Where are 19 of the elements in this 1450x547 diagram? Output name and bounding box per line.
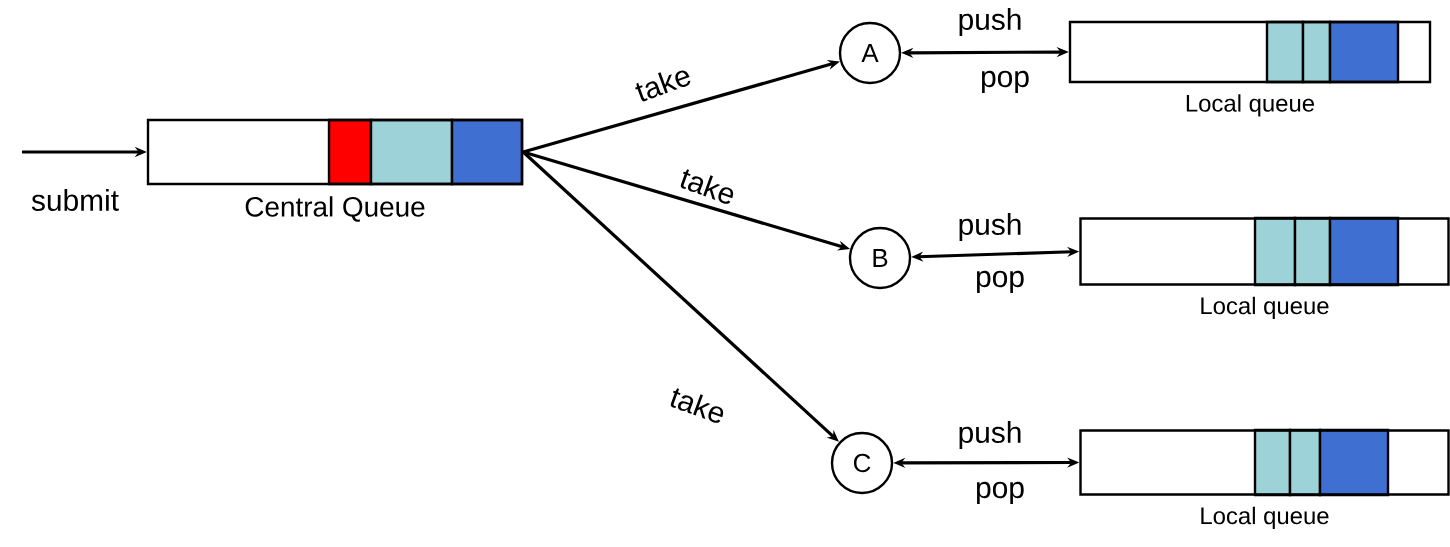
node-label: Local queue [1201, 506, 1329, 530]
edge-label: take [675, 163, 741, 209]
edge-label: push [955, 419, 1025, 451]
node-label: Central Queue [245, 196, 425, 222]
edge-label: push [955, 211, 1025, 243]
node-label: Local queue [1201, 296, 1329, 320]
arrow [522, 150, 839, 442]
operation-label: pop [977, 270, 1024, 294]
operation-label: pop [982, 70, 1029, 94]
edge-label: submit [29, 187, 122, 213]
queue-box: Central Queue [146, 118, 524, 222]
queue-box: Local queue [1068, 20, 1432, 117]
operation-label: pop [977, 481, 1024, 505]
edge-label: push [955, 6, 1025, 38]
node-label: Local queue [1186, 94, 1315, 117]
edge-label: take [630, 60, 696, 106]
edge-label: take [665, 382, 731, 428]
queue-box: Local queue [1079, 428, 1450, 530]
queue-box: Local queue [1079, 216, 1450, 320]
